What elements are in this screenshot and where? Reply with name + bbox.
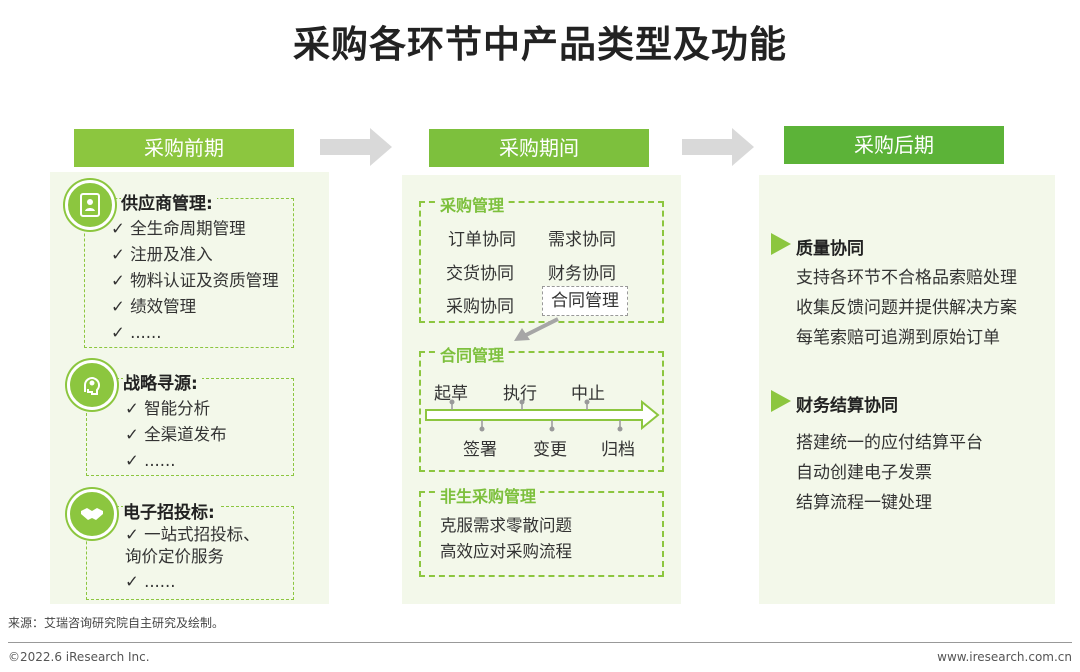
panel-post [759,175,1055,604]
nonprod-box [419,491,664,577]
procurement-title: 采购管理 [436,192,509,216]
supplier-card-icon [65,180,115,230]
contract-cell-highlight: 合同管理 [542,286,628,316]
nonprod-list: 克服需求零散问题 高效应对采购流程 [440,513,572,565]
finance-title: 财务结算协同 [796,396,898,416]
finance-list: 搭建统一的应付结算平台 自动创建电子发票 结算流程一键处理 [796,428,983,518]
brain-head-icon [67,360,117,410]
list-item: 结算流程一键处理 [796,493,932,513]
right-arrow-icon [320,128,392,166]
list-item: ✓ 注册及准入 [111,245,213,264]
list-item: ✓ 物料认证及资质管理 [111,271,279,290]
list-item: 支持各环节不合格品索赔处理 [796,268,1017,288]
list-item: ✓ ...... [125,572,176,591]
quality-title: 质量协同 [796,239,864,259]
pointer-arrow-icon [514,317,559,341]
phase-header-pre: 采购前期 [74,129,294,167]
phase-header-post: 采购后期 [784,126,1004,164]
source-note: 来源：艾瑞咨询研究院自主研究及绘制。 [8,616,225,630]
page-title: 采购各环节中产品类型及功能 [293,23,787,66]
list-item: 自动创建电子发票 [796,463,932,483]
procurement-cell: 需求协同 [548,230,616,250]
list-item: ✓ ...... [111,323,162,342]
list-item: 收集反馈问题并提供解决方案 [796,298,1017,318]
quality-list: 支持各环节不合格品索赔处理 收集反馈问题并提供解决方案 每笔索赔可追溯到原始订单 [796,263,1017,353]
list-item: ✓ 全生命周期管理 [111,219,246,238]
timeline-label: 变更 [533,440,567,460]
footer-divider [8,642,1072,643]
procurement-box [419,201,664,323]
sourcing-title: 战略寻源: [123,369,202,394]
nonprod-title: 非生采购管理 [436,483,541,507]
timeline-label: 归档 [601,440,635,460]
bidding-title: 电子招投标: [123,498,219,523]
timeline-label: 中止 [571,384,605,404]
procurement-cell: 订单协同 [448,230,516,250]
timeline-label: 执行 [503,384,537,404]
bidding-list: ✓ 一站式招投标、 询价定价服务 ✓ ...... [125,524,260,596]
copyright: ©2022.6 iResearch Inc. [8,650,150,664]
list-item: ✓ 一站式招投标、 [125,525,260,544]
supplier-list: ✓ 全生命周期管理 ✓ 注册及准入 ✓ 物料认证及资质管理 ✓ 绩效管理 ✓ .… [111,216,279,346]
list-item: 克服需求零散问题 [440,516,572,535]
list-item: 高效应对采购流程 [440,542,572,561]
contract-title: 合同管理 [436,342,509,366]
panel-during [402,175,681,604]
handshake-icon [67,489,117,539]
list-item: ✓ 绩效管理 [111,297,197,316]
sourcing-list: ✓ 智能分析 ✓ 全渠道发布 ✓ ...... [125,396,227,474]
list-item: 每笔索赔可追溯到原始订单 [796,328,1000,348]
phase-header-during: 采购期间 [429,129,649,167]
timeline-label: 起草 [434,384,468,404]
procurement-cell: 交货协同 [446,264,514,284]
website-link[interactable]: www.iresearch.com.cn [937,650,1072,664]
list-item: ✓ ...... [125,451,176,470]
procurement-cell: 财务协同 [548,264,616,284]
list-item: ✓ 智能分析 [125,399,211,418]
list-item: 搭建统一的应付结算平台 [796,433,983,453]
triangle-bullet-icon [771,390,791,412]
contract-box [419,351,664,472]
supplier-title: 供应商管理: [121,189,217,214]
right-arrow-icon [682,128,754,166]
contract-timeline [425,399,660,432]
list-item: 询价定价服务 [125,547,224,566]
triangle-bullet-icon [771,233,791,255]
list-item: ✓ 全渠道发布 [125,425,227,444]
timeline-label: 签署 [463,440,497,460]
procurement-cell: 采购协同 [446,297,514,317]
